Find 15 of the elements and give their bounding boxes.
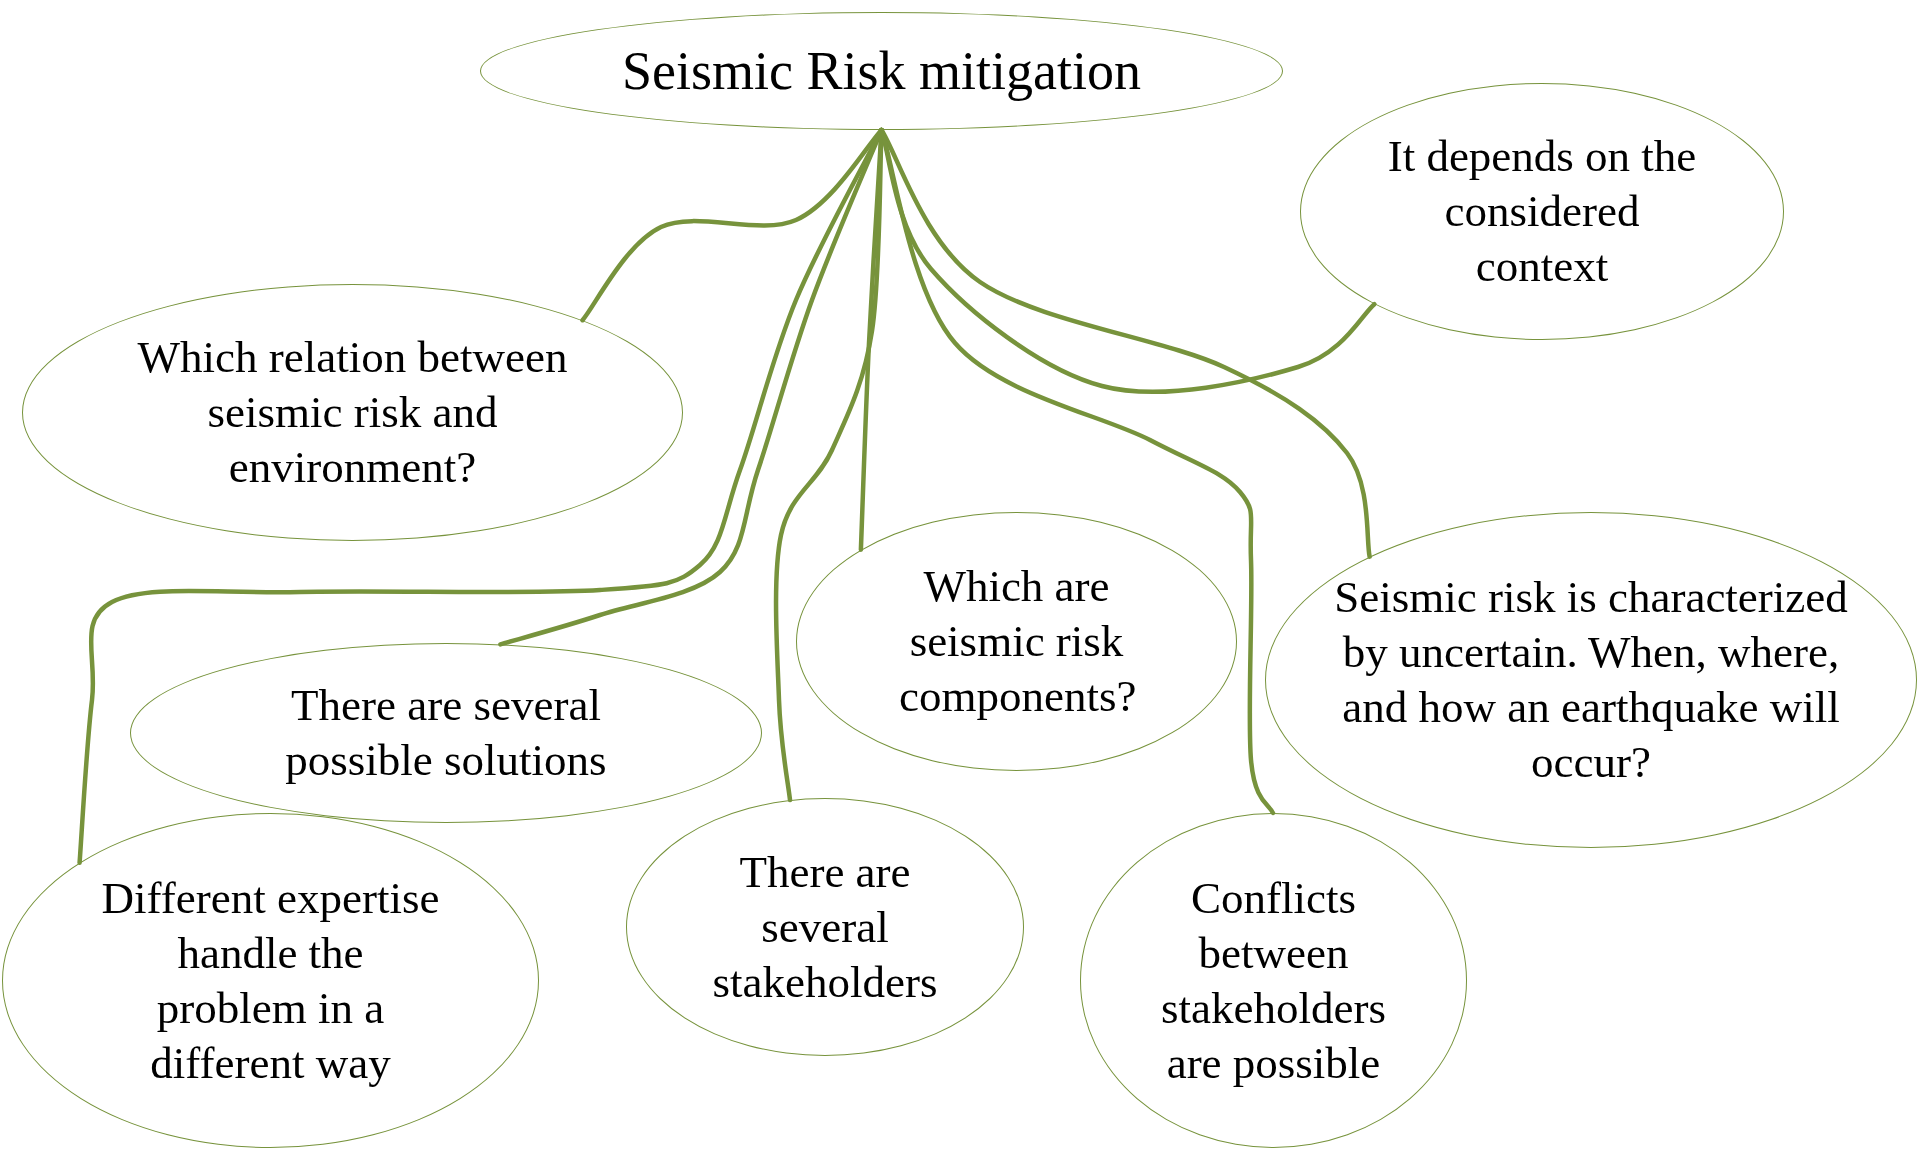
node-text: It depends on the considered context: [1386, 130, 1698, 293]
node-text: Seismic risk is characterized by uncertain. When, where, and how an earthquake will occur?: [1333, 571, 1849, 789]
ellipse-node: [1300, 83, 1784, 340]
node-text: Different expertise handle the problem in a different way: [100, 871, 441, 1090]
title-text: Seismic Risk mitigation: [621, 41, 1142, 101]
node-text: Which relation between seismic risk and environment?: [136, 331, 569, 494]
node-text: Conflicts between stakeholders are possible: [1160, 871, 1387, 1090]
connector-line: [879, 127, 1276, 816]
node-text: Which are seismic risk components?: [899, 560, 1134, 723]
ellipse-node: [796, 512, 1237, 771]
ellipse-node: [1080, 813, 1467, 1148]
ellipse-node: [22, 284, 683, 541]
node-text: There are several stakeholders: [711, 845, 939, 1009]
ellipse-node: [2, 813, 539, 1148]
node-text: There are several possible solutions: [284, 679, 608, 787]
